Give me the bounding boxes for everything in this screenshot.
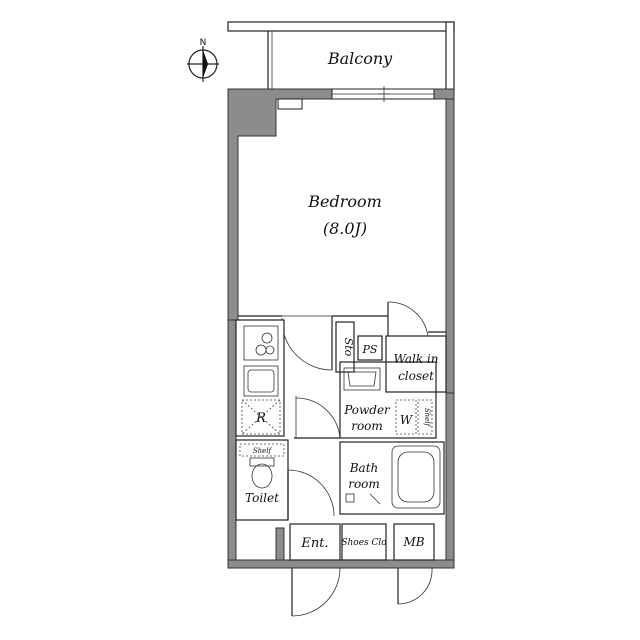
powder-room-label-1: Powder xyxy=(343,403,391,417)
storage-label: Sto xyxy=(342,338,355,357)
sink-icon xyxy=(243,365,279,397)
walk-in-closet-door xyxy=(387,301,429,337)
bedroom-label: Bedroom xyxy=(307,192,382,211)
compass-north-label: N xyxy=(200,38,207,48)
bedroom-door xyxy=(281,315,333,371)
powder-room-label-2: room xyxy=(351,419,383,433)
bedroom: Bedroom (8.0J) xyxy=(238,192,446,333)
walk-in-closet-label-2: closet xyxy=(398,369,434,383)
shelf-right: Shelf xyxy=(417,399,433,435)
compass-icon: N xyxy=(187,38,219,82)
walk-in-closet-label-1: Walk in xyxy=(394,352,439,366)
walk-in-closet: Walk in closet xyxy=(385,335,447,393)
entrance-door xyxy=(291,567,341,617)
toilet-label: Toilet xyxy=(245,491,279,505)
powder-room-door xyxy=(294,396,341,439)
toilet-icon xyxy=(249,457,275,489)
entrance-label: Ent. xyxy=(300,536,328,551)
bathtub-icon xyxy=(391,445,441,509)
bathroom-label-1: Bath xyxy=(349,461,379,475)
shelf-toilet-label: Shelf xyxy=(253,447,273,455)
meter-box-door xyxy=(397,567,433,605)
washer-label: W xyxy=(400,413,414,427)
bedroom-size-label: (8.0J) xyxy=(323,219,367,238)
shoes-closet-label: Shoes Clo xyxy=(341,538,387,548)
bathroom: Bath room xyxy=(339,441,445,515)
washer-space: W xyxy=(395,399,417,435)
kitchen-counter: R xyxy=(235,319,285,437)
ac-unit xyxy=(277,98,303,110)
meter-box-label: MB xyxy=(402,535,424,549)
refrigerator-space: R xyxy=(241,399,281,435)
storage: Sto xyxy=(335,321,355,373)
washbasin-icon xyxy=(343,367,381,391)
powder-room: Powder room W Shelf xyxy=(339,361,437,439)
meter-box: MB xyxy=(393,523,435,561)
toilet-door xyxy=(287,469,335,520)
toilet-room: Shelf Toilet xyxy=(235,439,289,521)
balcony-label: Balcony xyxy=(327,49,393,68)
shoes-closet: Shoes Clo xyxy=(341,523,387,561)
bedroom-window xyxy=(331,86,435,102)
shelf-right-label: Shelf xyxy=(423,408,431,428)
bathroom-label-2: room xyxy=(348,477,380,491)
bath-faucet-icon xyxy=(345,493,355,503)
refrigerator-label: R xyxy=(255,411,266,426)
pipe-space: PS xyxy=(357,335,383,361)
pipe-space-label: PS xyxy=(362,343,378,356)
entrance: Ent. xyxy=(289,523,341,561)
stove-icon xyxy=(243,325,279,361)
